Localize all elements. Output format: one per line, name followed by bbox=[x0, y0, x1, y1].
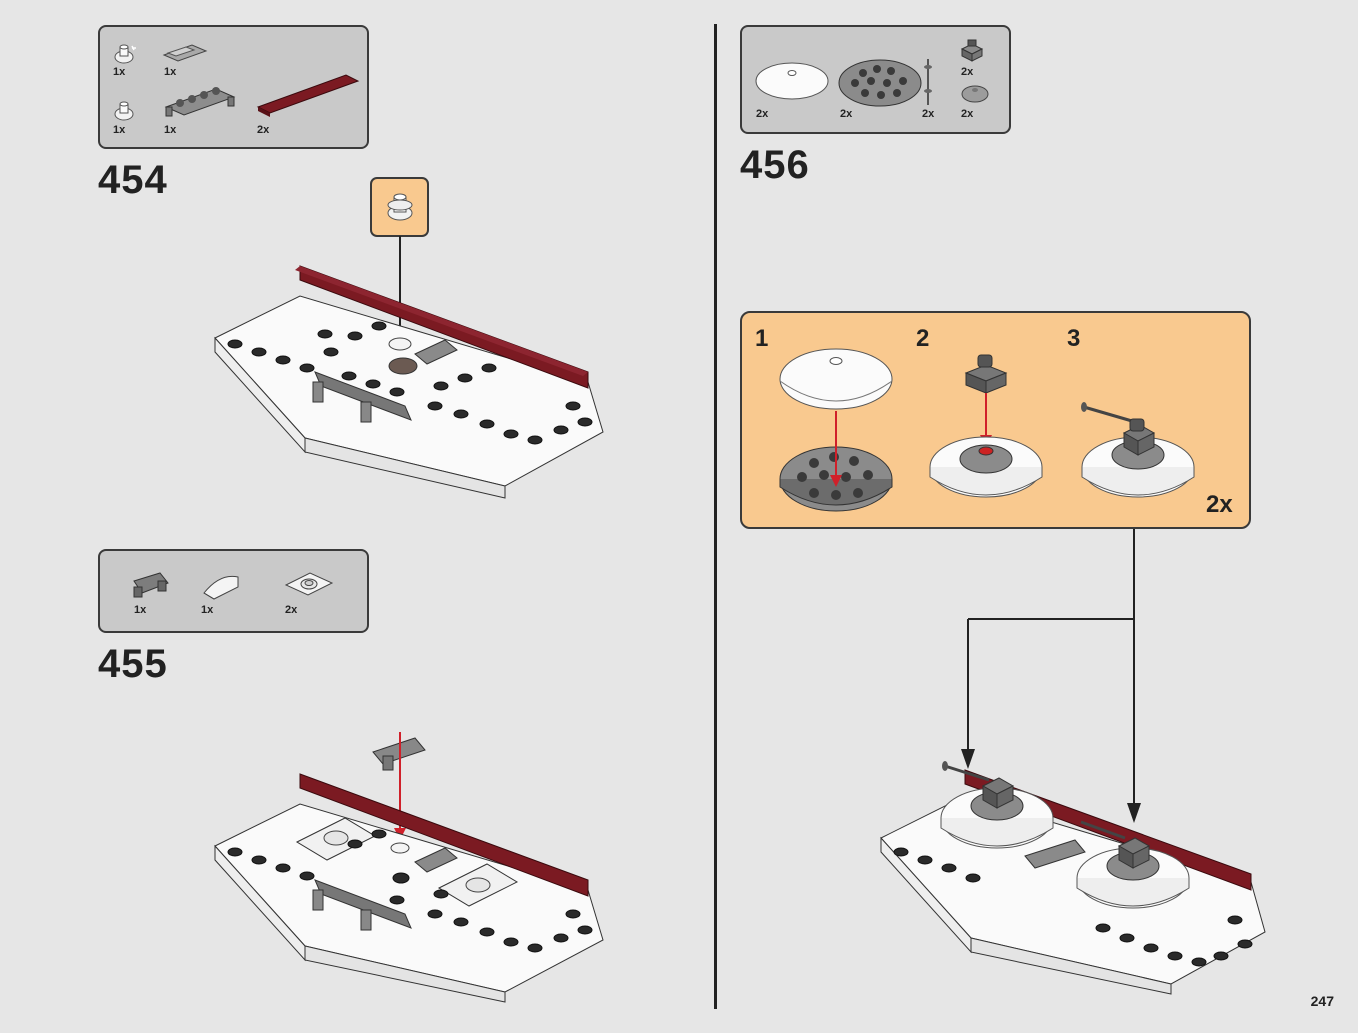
callout-part-box bbox=[370, 177, 429, 237]
part-qty: 2x bbox=[756, 108, 769, 120]
build-model-step-456 bbox=[880, 761, 1266, 995]
radar-dish-icon bbox=[755, 62, 829, 100]
parts-box-step-454: 1x 1x 1x 1x 2x bbox=[98, 25, 369, 149]
build-model-step-455 bbox=[214, 732, 604, 1003]
slope-tile-icon bbox=[162, 44, 208, 62]
jumper-plate-icon bbox=[284, 572, 334, 596]
part-qty: 1x bbox=[164, 124, 177, 136]
parts-box-step-455: 1x 1x 2x bbox=[98, 549, 369, 633]
substep-number-3: 3 bbox=[1067, 325, 1081, 352]
step-number-455: 455 bbox=[98, 642, 168, 686]
sub-assembly-callout: 1 2 3 2x bbox=[740, 311, 1251, 529]
callout-connector-arrows bbox=[961, 529, 1141, 823]
page-number: 247 bbox=[1310, 993, 1334, 1009]
clip-brick-icon bbox=[960, 39, 984, 62]
substep-number-2: 2 bbox=[916, 325, 930, 352]
part-qty: 1x bbox=[113, 66, 126, 78]
substep-3-illustration bbox=[1081, 402, 1195, 498]
bracket-clip-icon bbox=[133, 572, 169, 598]
part-qty: 2x bbox=[285, 604, 298, 616]
curved-slope-icon bbox=[203, 575, 239, 600]
multiplier-label: 2x bbox=[1206, 491, 1233, 518]
part-qty: 2x bbox=[840, 108, 853, 120]
part-qty: 1x bbox=[164, 66, 177, 78]
step-number-454: 454 bbox=[98, 158, 168, 202]
part-qty: 2x bbox=[961, 66, 974, 78]
part-qty: 1x bbox=[134, 604, 147, 616]
round-plate-icon bbox=[838, 59, 922, 107]
part-qty: 2x bbox=[257, 124, 270, 136]
round-cone-piece-icon bbox=[114, 101, 134, 121]
bar-antenna-icon bbox=[924, 59, 932, 105]
column-divider bbox=[714, 24, 717, 1009]
part-qty: 1x bbox=[113, 124, 126, 136]
round-cone-piece-icon bbox=[387, 193, 413, 221]
build-model-step-454 bbox=[214, 236, 604, 499]
substep-number-1: 1 bbox=[755, 325, 769, 352]
dark-red-tile-icon bbox=[256, 74, 360, 117]
step-number-456: 456 bbox=[740, 143, 810, 187]
parts-box-step-456: 2x 2x 2x 2x 2x bbox=[740, 25, 1011, 134]
part-qty: 1x bbox=[201, 604, 214, 616]
part-qty: 2x bbox=[961, 108, 974, 120]
part-qty: 2x bbox=[922, 108, 935, 120]
plate-with-clips-icon bbox=[164, 87, 236, 117]
small-dish-icon bbox=[961, 85, 989, 103]
round-cone-piece-icon bbox=[114, 44, 136, 64]
substep-2-illustration bbox=[929, 354, 1043, 498]
substep-1-illustration bbox=[779, 348, 893, 512]
